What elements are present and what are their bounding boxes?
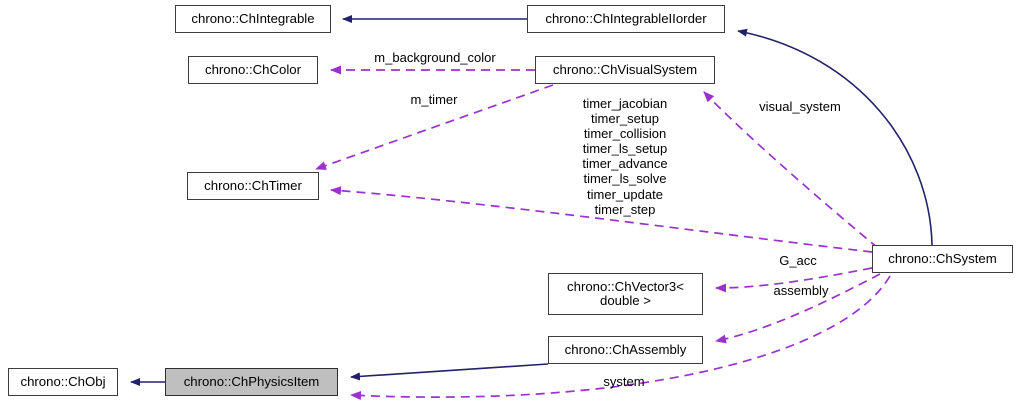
- node-chsystem[interactable]: chrono::ChSystem: [872, 245, 1013, 273]
- node-chintegrableiiorder[interactable]: chrono::ChIntegrableIIorder: [527, 5, 725, 33]
- edge-label-assembly: assembly: [773, 283, 829, 298]
- node-chvisualsystem[interactable]: chrono::ChVisualSystem: [535, 56, 715, 84]
- edge-chsystem-chintegrableiiorder: [737, 28, 933, 246]
- edge-label-m-background-color: m_background_color: [374, 50, 496, 65]
- edge-label-system: system: [603, 374, 645, 389]
- node-chphysicsitem[interactable]: chrono::ChPhysicsItem: [165, 368, 338, 396]
- node-chobj[interactable]: chrono::ChObj: [8, 368, 118, 396]
- edge-label-timers: timer_jacobian timer_setup timer_collisi…: [582, 96, 668, 217]
- node-chvector3[interactable]: chrono::ChVector3< double >: [548, 273, 703, 315]
- edge-label-g-acc: G_acc: [779, 253, 817, 268]
- node-chcolor[interactable]: chrono::ChColor: [188, 56, 318, 84]
- edge-label-visual-system: visual_system: [759, 99, 841, 114]
- node-chtimer[interactable]: chrono::ChTimer: [187, 172, 319, 200]
- edge-label-m-timer: m_timer: [410, 92, 458, 107]
- edge-chassembly-chphysicsitem: [350, 363, 549, 381]
- node-chintegrable[interactable]: chrono::ChIntegrable: [175, 5, 331, 33]
- edge-chsystem-chvisualsystem: [703, 91, 879, 249]
- node-chassembly[interactable]: chrono::ChAssembly: [548, 336, 703, 364]
